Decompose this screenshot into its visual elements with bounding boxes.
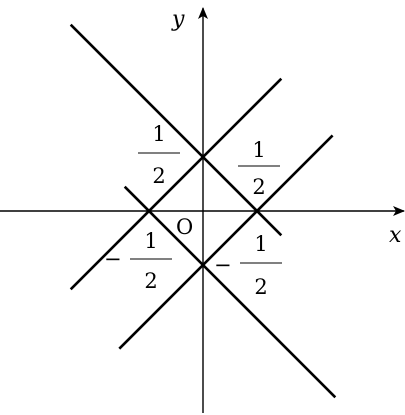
line-2 (123, 185, 337, 399)
lines-group (69, 23, 337, 399)
fraction-q2-denominator: 2 (152, 164, 165, 188)
fraction-q4-denominator: 2 (254, 275, 267, 299)
fraction-label-q1: 1 2 (238, 138, 280, 199)
fraction-q3-sign: − (104, 247, 122, 271)
fraction-label-q2: 1 2 (138, 122, 180, 188)
fraction-label-q4: − 1 2 (214, 232, 282, 299)
fraction-q4-sign: − (214, 253, 232, 277)
fraction-q4-numerator: 1 (254, 232, 267, 256)
fraction-q3-numerator: 1 (144, 229, 157, 253)
line-3 (69, 77, 283, 291)
y-axis-label: y (171, 7, 185, 32)
line-1 (69, 23, 283, 237)
fraction-label-q3: − 1 2 (104, 229, 172, 293)
fraction-q1-numerator: 1 (252, 138, 265, 162)
fraction-q3-denominator: 2 (144, 269, 157, 293)
x-axis-label: x (389, 223, 402, 248)
origin-label: O (176, 215, 193, 239)
line-4 (118, 134, 334, 350)
fraction-q2-numerator: 1 (152, 122, 165, 146)
fraction-q1-denominator: 2 (252, 175, 265, 199)
